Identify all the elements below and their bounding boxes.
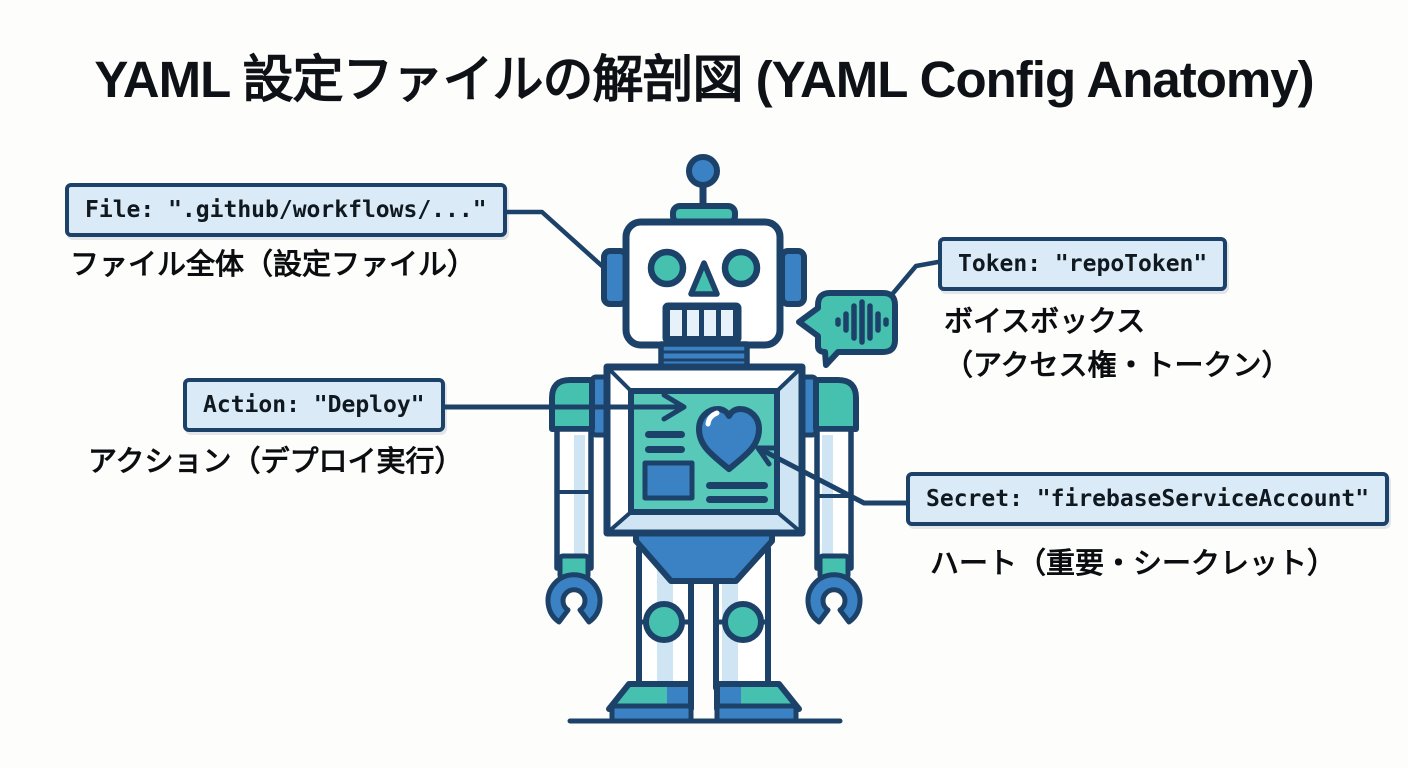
robot-nose	[688, 260, 720, 297]
leader-line-file	[502, 209, 615, 278]
robot	[545, 154, 863, 724]
speech-bubble-voice-waveform-icon	[796, 290, 898, 368]
code-label-token: Token: "repoToken"	[938, 237, 1228, 291]
page-title: YAML 設定ファイルの解剖図 (YAML Config Anatomy)	[94, 51, 1314, 108]
code-label-secret: Secret: "firebaseServiceAccount"	[906, 472, 1390, 526]
robot-foot-right	[714, 681, 802, 724]
antenna-icon	[670, 154, 738, 226]
caption-token: ボイスボックス （アクセス権・トークン）	[944, 306, 1291, 382]
knee-joint	[643, 601, 685, 643]
code-label-action: Action: "Deploy"	[183, 378, 445, 432]
panel-square	[642, 460, 695, 501]
code-label-file: File: ".github/workflows/..."	[65, 183, 507, 237]
robot-head-icon	[622, 218, 784, 349]
caption-action: アクション（デプロイ実行）	[88, 446, 464, 478]
robot-eye-right	[721, 248, 761, 288]
robot-eye-left	[647, 248, 687, 288]
caption-secret: ハート（重要・シークレット）	[930, 548, 1337, 580]
robot-arm-left	[545, 426, 603, 625]
knee-joint	[722, 601, 764, 643]
robot-foot-left	[606, 681, 694, 724]
leader-line-token	[886, 259, 941, 301]
leader-arrow-secret	[755, 445, 909, 506]
robot-mouth	[662, 302, 742, 344]
heart-icon	[696, 406, 762, 472]
caption-file: ファイル全体（設定ファイル）	[70, 249, 477, 281]
robot-ear-right	[779, 248, 807, 307]
claw-hand-icon	[805, 572, 863, 625]
claw-hand-icon	[545, 572, 603, 625]
leader-arrow-action	[441, 392, 687, 422]
robot-arm-right	[805, 426, 863, 625]
